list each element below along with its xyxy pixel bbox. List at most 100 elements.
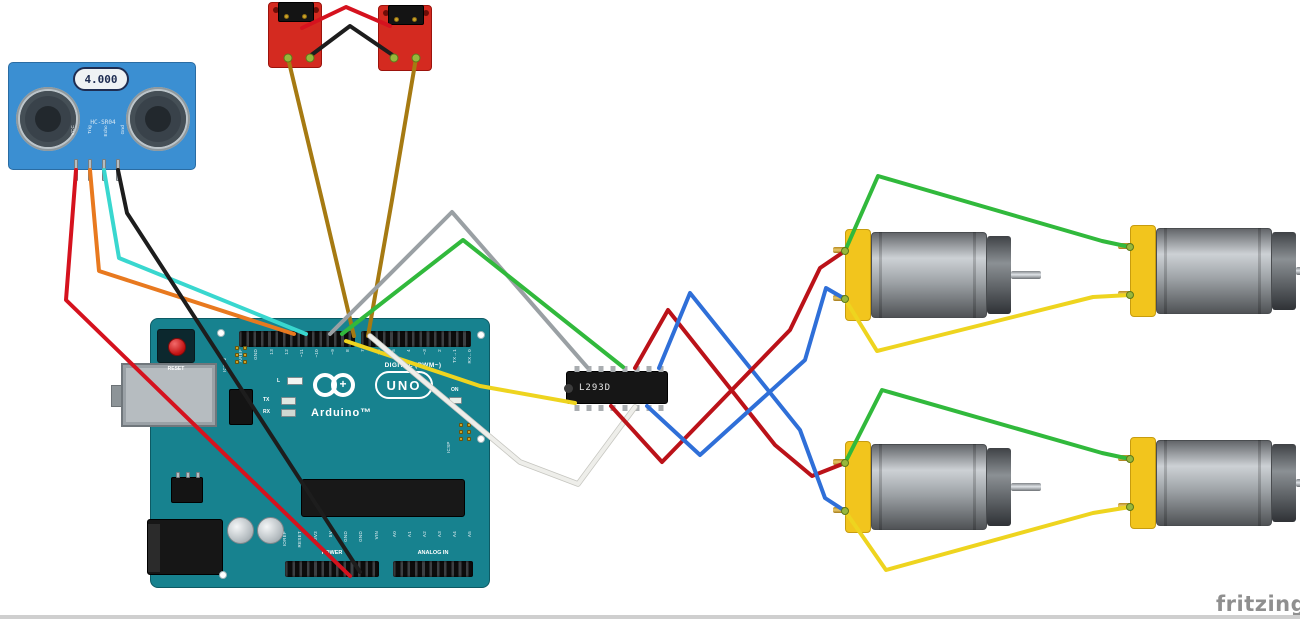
- motor-band: [879, 444, 882, 530]
- wire-module1-signal: [286, 56, 356, 338]
- motor-cap: [987, 448, 1011, 526]
- wire-arduino-driver-white: [368, 334, 637, 486]
- motor-terminal: [833, 459, 848, 465]
- transducer-core: [35, 106, 61, 132]
- led-on-label: ON: [451, 387, 459, 393]
- reset-button: [157, 329, 195, 363]
- led-tx-label: TX: [263, 397, 270, 403]
- power-jack-face: [148, 524, 160, 572]
- transducer-left-icon: [16, 87, 80, 151]
- motor-body: [1156, 440, 1272, 526]
- motor-terminal-pad: [841, 507, 849, 515]
- motor-shaft: [1296, 267, 1300, 275]
- module-pad: [305, 53, 315, 63]
- image-edge-strip: [0, 615, 1300, 619]
- motor-band: [1258, 440, 1261, 526]
- motor-terminal-pad: [1126, 243, 1134, 251]
- motor-body: [871, 444, 987, 530]
- led-l: [287, 377, 303, 385]
- mount-hole: [217, 329, 225, 337]
- module-pad: [389, 53, 399, 63]
- icsp2-header: [235, 346, 247, 364]
- motor-endplate: [1130, 437, 1156, 529]
- chip-pins-top: [571, 366, 665, 372]
- motor-terminal-pad: [841, 247, 849, 255]
- reset-button-cap: [168, 338, 186, 356]
- wire-hcsr04-gnd: [116, 168, 362, 574]
- module-pad: [283, 53, 293, 63]
- reset-label: RESET: [167, 365, 185, 372]
- power-jack: [147, 519, 223, 575]
- motor-cap: [987, 236, 1011, 314]
- icsp-header: [459, 423, 471, 441]
- motor-terminal-pad: [1126, 291, 1134, 299]
- led-rx-label: RX: [263, 409, 270, 415]
- capacitor: [257, 517, 284, 544]
- switch-contact: [394, 17, 399, 22]
- mount-hole: [313, 7, 319, 13]
- l293d-driver-chip: L293D: [564, 366, 668, 411]
- wire-driver-motor-red-upper: [633, 308, 847, 478]
- motor-terminal-pad: [841, 459, 849, 467]
- switch-contact: [284, 14, 289, 19]
- wire-driver-motor-blue-upper: [657, 291, 847, 513]
- crystal-label: 4.000: [73, 67, 129, 91]
- arduino-logo-icon: [331, 373, 355, 397]
- wire-hcsr04-echo: [102, 168, 308, 336]
- transducer-core: [145, 106, 171, 132]
- mount-hole: [273, 7, 279, 13]
- wire-arduino-driver-gray: [328, 210, 589, 369]
- analog-section-label: ANALOG IN: [417, 550, 449, 556]
- dc-motor-top-right: [1118, 225, 1300, 317]
- motor-band: [973, 232, 976, 318]
- chip-notch: [564, 384, 573, 393]
- dc-motor-bottom-right: [1118, 437, 1300, 529]
- digital-header-left: [239, 331, 355, 347]
- mount-hole: [219, 571, 227, 579]
- chip-pins-bottom: [571, 405, 665, 411]
- arduino-brand-label: Arduino™: [311, 407, 373, 419]
- mount-hole: [383, 10, 389, 16]
- mount-hole: [477, 435, 485, 443]
- motor-shaft: [1296, 479, 1300, 487]
- motor-terminal: [833, 247, 848, 253]
- wire-driver-motor-red-lower: [609, 249, 847, 464]
- motor-endplate: [1130, 225, 1156, 317]
- motor-cap: [1272, 232, 1296, 310]
- transistor-component: [171, 472, 203, 503]
- module-pad: [411, 53, 421, 63]
- switch-contact: [412, 17, 417, 22]
- wire-motorpair-top-yellow: [843, 293, 1132, 353]
- motor-band: [879, 232, 882, 318]
- sensor-model-label: HC-SR04: [90, 119, 116, 126]
- dc-motor-top-left: [833, 229, 1041, 321]
- motor-band: [1258, 228, 1261, 314]
- mount-hole: [477, 331, 485, 339]
- power-section-label: POWER: [321, 550, 343, 556]
- wire-motorpair-bottom-green: [843, 388, 1132, 465]
- led-tx: [281, 397, 296, 405]
- arduino-logo-plus: +: [339, 377, 347, 391]
- mount-hole: [423, 10, 429, 16]
- motor-terminal-pad: [841, 295, 849, 303]
- wire-module-link-black: [308, 24, 396, 58]
- motor-body: [871, 232, 987, 318]
- led-l-label: L: [277, 378, 281, 384]
- wire-hcsr04-trig: [88, 168, 296, 336]
- wire-motorpair-top-green: [843, 174, 1132, 253]
- dc-motor-bottom-left: [833, 441, 1041, 533]
- wire-module-link-red: [300, 5, 392, 30]
- motor-band: [1164, 440, 1167, 526]
- motor-terminal-pad: [1126, 503, 1134, 511]
- motor-terminal-pad: [1126, 455, 1134, 463]
- switch-contact: [302, 14, 307, 19]
- motor-shaft: [1011, 271, 1041, 279]
- usb-connector: [121, 363, 217, 427]
- analog-header: [393, 561, 473, 577]
- mcu-chip: [301, 479, 465, 517]
- wire-driver-motor-blue-lower: [645, 286, 847, 457]
- chip-label: L293D: [579, 383, 612, 393]
- motor-band: [1164, 228, 1167, 314]
